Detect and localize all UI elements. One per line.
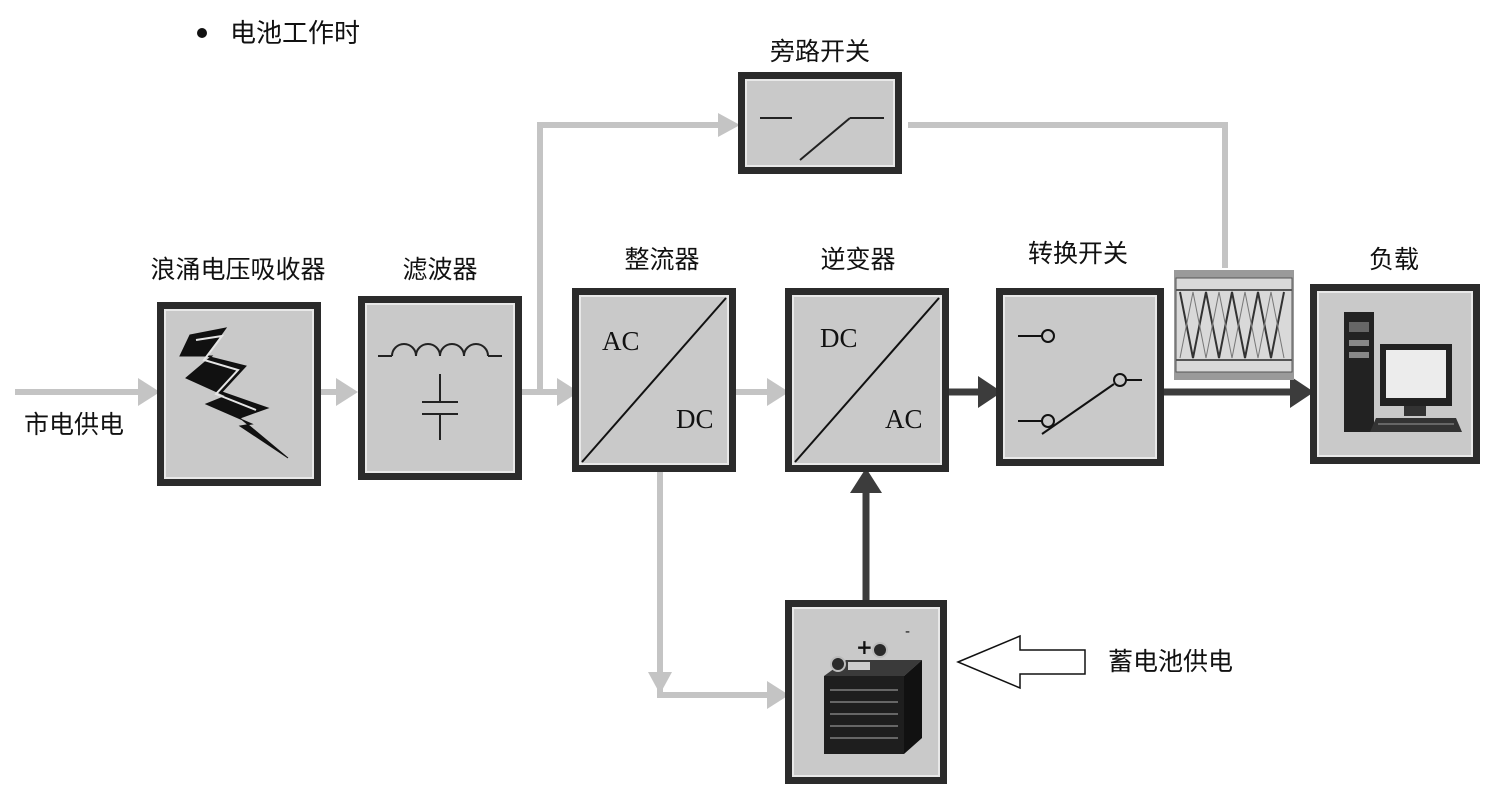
inverter-box: DC AC [785,288,949,472]
active-arrowheads [850,376,1314,493]
battery-minus-text: - [905,624,910,640]
rectifier-ac-text: AC [602,326,640,356]
inactive-arrowheads [138,113,789,709]
waveform-line [1179,291,1285,359]
battery-icon [824,642,922,754]
rectifier-label: 整流器 [624,245,699,274]
bypass-out-line [908,122,1228,268]
surge-absorber-box [157,302,321,486]
filter-box [358,296,522,480]
rectifier-dc-text: DC [676,404,714,434]
bypass-switch-symbol [760,117,884,161]
battery-inverter-arrowhead [850,468,882,493]
bypass-switch-label: 旁路开关 [770,37,870,66]
transfer-switch-symbol [1018,329,1142,435]
inverter-switch-arrowhead [978,376,1002,408]
filter-label: 滤波器 [402,255,477,284]
bypass-in-arrowhead [718,113,740,137]
rectifier-box: AC DC [572,288,736,472]
charge-down-arrowhead [648,672,672,694]
inactive-paths [15,122,1228,698]
bypass-in-line [537,122,720,392]
filter-symbol [378,343,502,440]
transfer-switch-label: 转换开关 [1028,239,1128,268]
charge-right-arrowhead [767,681,789,709]
rectifier-inverter-arrowhead [767,378,789,406]
transfer-switch-box [996,288,1164,466]
switch-load-arrowhead [1290,376,1314,408]
mains-supply-label: 市电供电 [24,410,124,439]
computer-icon [1344,312,1462,432]
load-box [1310,284,1480,464]
waveform-box [1174,270,1294,380]
battery-plus-text: + [856,635,873,659]
load-label: 负载 [1369,245,1419,274]
battery-box: + - [785,600,947,784]
battery-supply-arrow [956,634,1086,690]
mains-arrowhead [138,378,160,406]
rectifier-to-battery-line [657,470,770,698]
surge-filter-arrowhead [336,378,358,406]
active-paths [862,388,1295,602]
surge-absorber-label: 浪涌电压吸收器 [150,255,325,284]
bullet-text: 电池工作时 [230,19,360,49]
inverter-label: 逆变器 [820,245,895,274]
inverter-dc-text: DC [820,323,858,353]
inverter-ac-text: AC [885,404,923,434]
filter-rectifier-arrowhead [557,378,579,406]
battery-supply-label: 蓄电池供电 [1108,647,1233,676]
bullet-dot [197,28,207,38]
bypass-switch-box [738,72,902,174]
